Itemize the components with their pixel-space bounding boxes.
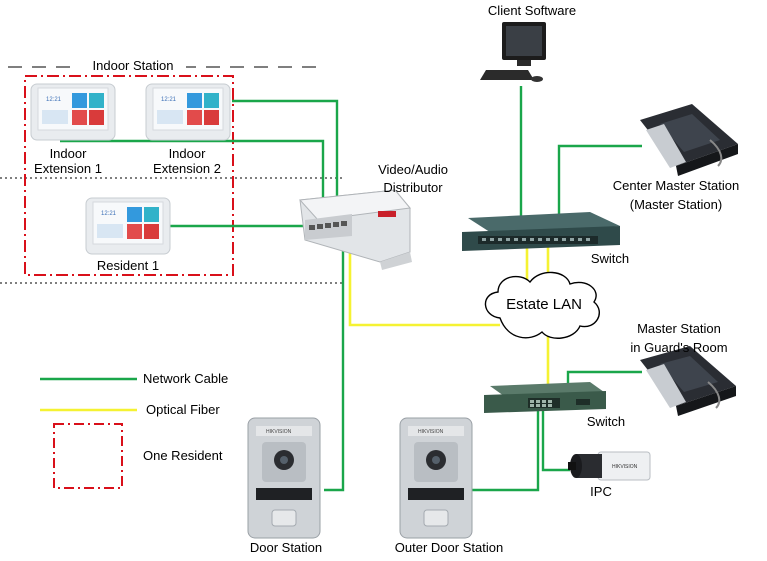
resident-boundary (24, 75, 234, 276)
indoor-screen-time: 12:21 (161, 97, 177, 103)
indoor-extension-1-label-line1: Indoor (49, 146, 87, 161)
indoor-extension-1-device: 12:21 (30, 83, 116, 141)
center-master-station-label-line1: Center Master Station (612, 178, 740, 193)
indoor-screen-time: 12:21 (101, 211, 117, 217)
ipc-label: IPC (590, 484, 612, 499)
center-master-station-label-line2: (Master Station) (629, 197, 723, 212)
switch-top-device (462, 212, 620, 251)
outer-door-station-device: HIKVISION (399, 417, 473, 539)
client-software-computer-icon (480, 22, 546, 82)
guard-master-station-device (640, 346, 736, 416)
door-station-label: Door Station (249, 540, 323, 555)
indoor-extension-2-device: 12:21 (145, 83, 231, 141)
indoor-screen-time: 12:21 (46, 97, 62, 103)
client-software-label: Client Software (487, 3, 577, 18)
legend-one-resident-swatch (53, 423, 123, 489)
switch-bottom-label: Switch (586, 414, 626, 429)
estate-lan-cloud (484, 271, 600, 339)
resident-1-indoor-device: 12:21 (85, 197, 171, 255)
door-brand-text: HIKVISION (266, 429, 292, 435)
indoor-station-label: Indoor Station (80, 58, 186, 73)
door-brand-text: HIKVISION (418, 429, 444, 435)
ipc-brand-text: HIKVISION (612, 464, 638, 470)
indoor-station-divider-lines (0, 66, 342, 284)
distributor-label-line1: Video/Audio (378, 162, 448, 177)
guard-master-station-label-line1: Master Station (637, 321, 721, 336)
legend-swatches (40, 377, 137, 489)
indoor-extension-2-label-line2: Extension 2 (153, 161, 221, 176)
indoor-extension-1-label-line2: Extension 1 (34, 161, 102, 176)
indoor-extension-2-label-line1: Indoor (168, 146, 206, 161)
guard-master-station-label-line2: in Guard's Room (630, 340, 728, 355)
outer-door-station-label: Outer Door Station (394, 540, 504, 555)
legend-one-resident-text: One Resident (143, 448, 223, 463)
resident-1-label: Resident 1 (96, 258, 160, 273)
estate-lan-label: Estate LAN (506, 296, 582, 313)
ipc-camera-device: HIKVISION (568, 451, 651, 481)
network-cable-links (60, 86, 642, 492)
center-master-station-device (640, 104, 738, 176)
legend-network-cable-text: Network Cable (143, 371, 229, 386)
video-audio-distributor-device (298, 189, 412, 270)
switch-top-label: Switch (590, 251, 630, 266)
door-station-device: HIKVISION (247, 417, 321, 539)
distributor-label-line2: Distributor (383, 180, 443, 195)
switch-bottom-device (484, 382, 606, 413)
legend-optical-fiber-text: Optical Fiber (146, 402, 220, 417)
